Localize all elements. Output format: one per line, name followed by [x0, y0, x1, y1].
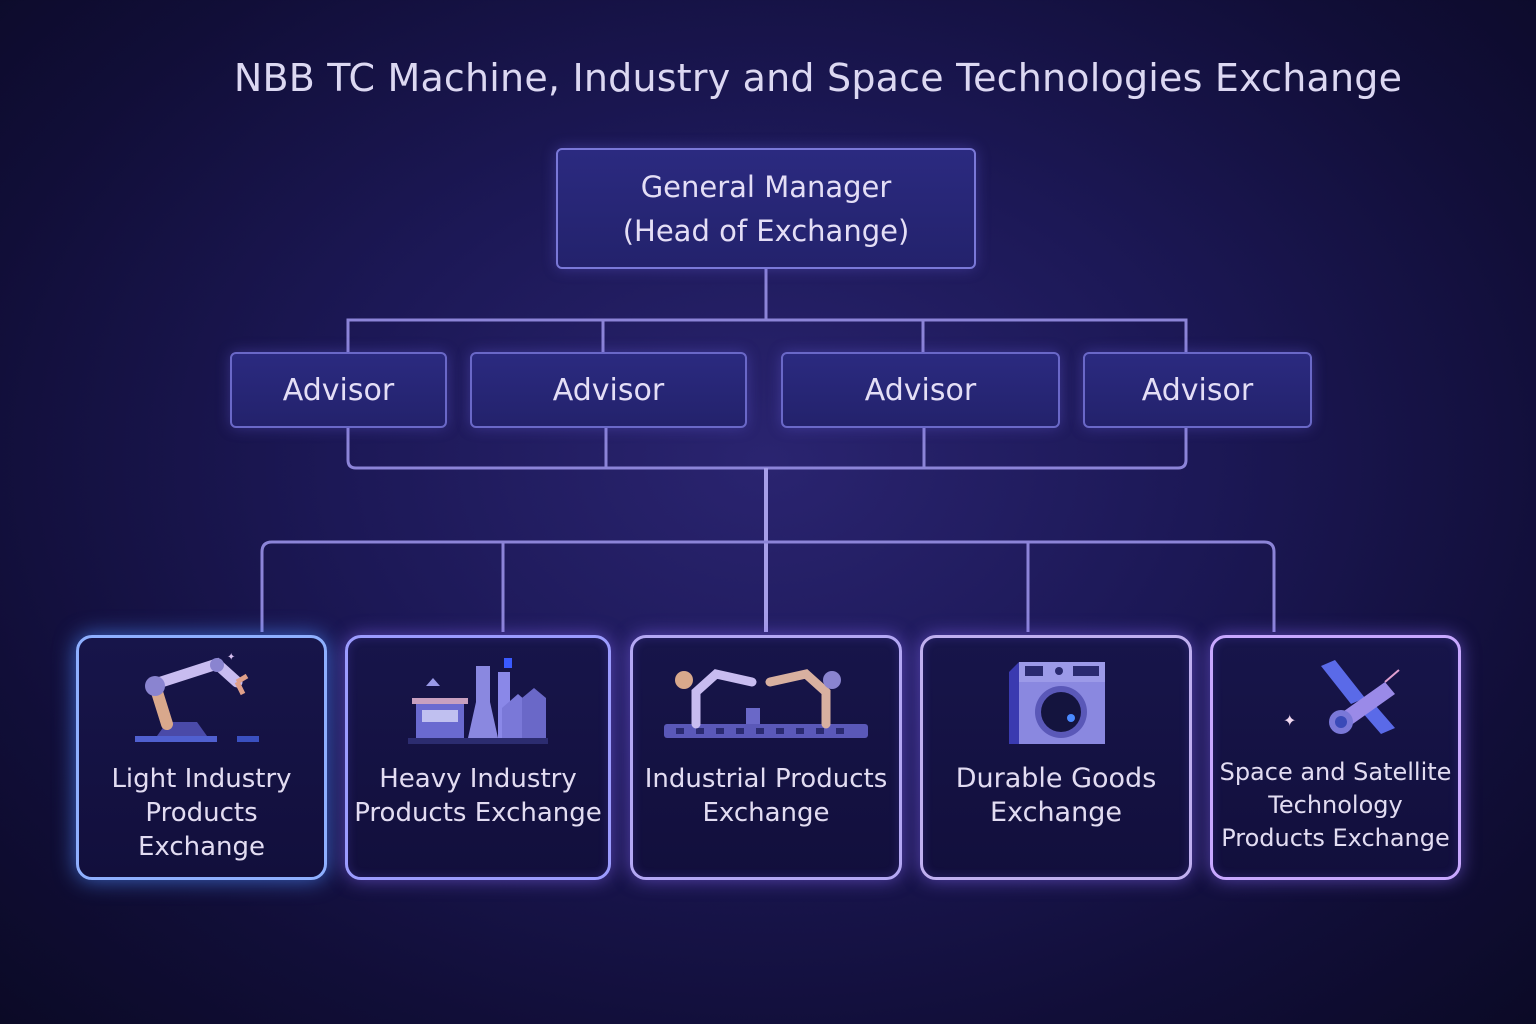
advisor-box: Advisor — [470, 352, 747, 428]
assembly-line-icon — [664, 669, 868, 738]
advisor-label: Advisor — [864, 372, 977, 408]
gm-title: General Manager — [640, 169, 892, 204]
satellite-icon: ✦ — [1283, 660, 1400, 734]
general-manager-box: General Manager (Head of Exchange) — [556, 148, 976, 269]
exchange-subname: Products Exchange — [1221, 824, 1450, 852]
advisor-box: Advisor — [230, 352, 447, 428]
exchange-subname: Technology — [1268, 791, 1403, 819]
advisor-box: Advisor — [781, 352, 1060, 428]
exchange-subname: Exchange — [702, 798, 830, 828]
gm-subtitle: (Head of Exchange) — [622, 213, 910, 248]
advisor-box: Advisor — [1083, 352, 1312, 428]
svg-text:✦: ✦ — [227, 652, 235, 663]
exchange-name: Industrial Products — [644, 764, 888, 794]
exchange-subname: Products Exchange — [137, 798, 266, 862]
exchange-name: Durable Goods — [955, 763, 1157, 794]
exchange-name: Light Industry — [111, 764, 292, 794]
advisor-label: Advisor — [1141, 372, 1254, 408]
washing-machine-icon — [1009, 662, 1105, 744]
chart-title: NBB TC Machine, Industry and Space Techn… — [233, 56, 1403, 100]
factory-icon — [408, 658, 548, 744]
svg-text:✦: ✦ — [1283, 711, 1296, 730]
exchange-name: Space and Satellite — [1219, 758, 1452, 786]
advisor-label: Advisor — [552, 372, 665, 408]
advisor-label: Advisor — [282, 372, 395, 408]
exchange-name: Heavy Industry — [379, 764, 577, 794]
exchange-subname: Exchange — [990, 797, 1122, 828]
robot-arm-icon: ✦ — [134, 652, 259, 742]
exchange-subname: Products Exchange — [354, 798, 602, 828]
